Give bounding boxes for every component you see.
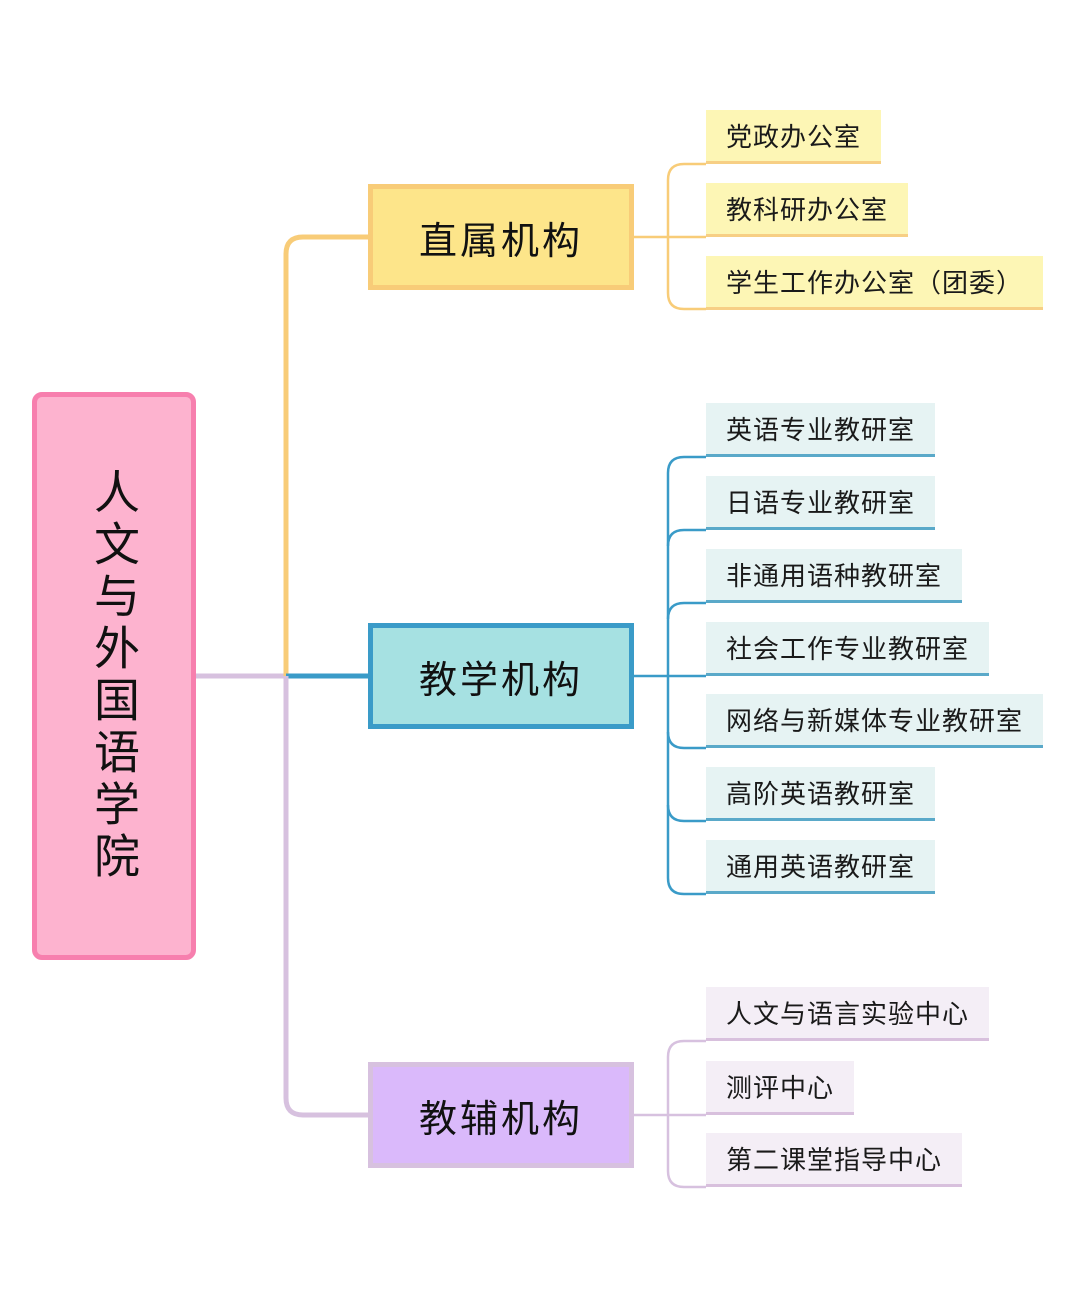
trunk-connector-1 <box>283 234 368 676</box>
root-node: 人文与外国语学院 <box>32 392 196 960</box>
trunk-connector-3 <box>283 676 368 1118</box>
leaf-node: 测评中心 <box>706 1061 855 1115</box>
leaf-node: 人文与语言实验中心 <box>706 987 990 1041</box>
leaf-node: 通用英语教研室 <box>706 840 936 894</box>
branch-node-direct: 直属机构 <box>368 184 634 290</box>
branch-node-teaching: 教学机构 <box>368 623 634 729</box>
leaf-node: 学生工作办公室（团委） <box>706 256 1044 310</box>
leaf-node: 英语专业教研室 <box>706 403 936 457</box>
branch-2-tick-2 <box>666 528 706 547</box>
leaf-node: 非通用语种教研室 <box>706 549 963 603</box>
branch-2-tick-6 <box>666 804 706 823</box>
leaf-node: 第二课堂指导中心 <box>706 1133 963 1187</box>
leaf-node: 日语专业教研室 <box>706 476 936 530</box>
leaf-node: 网络与新媒体专业教研室 <box>706 694 1044 748</box>
leaf-node: 党政办公室 <box>706 110 882 164</box>
root-title: 人文与外国语学院 <box>87 468 141 884</box>
leaf-node: 高阶英语教研室 <box>706 767 936 821</box>
leaf-node: 社会工作专业教研室 <box>706 622 990 676</box>
branch-2-tick-3 <box>666 601 706 620</box>
branch-2-tick-5 <box>666 731 706 750</box>
leaf-node: 教科研办公室 <box>706 183 909 237</box>
branch-node-support: 教辅机构 <box>368 1062 634 1168</box>
